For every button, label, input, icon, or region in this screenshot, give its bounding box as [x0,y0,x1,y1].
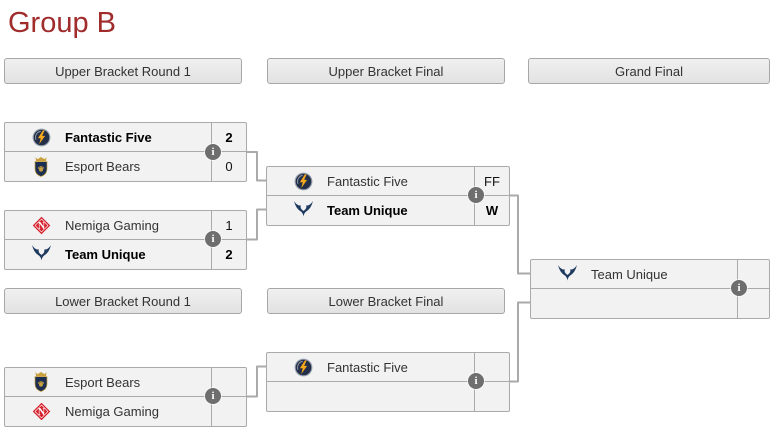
match-info-icon[interactable]: i [205,231,221,247]
team-row: Team Unique W [267,196,509,225]
team-row: Fantastic Five FF [267,167,509,196]
team-name: Fantastic Five [327,359,408,375]
connector-lbr1-to-lbf [247,365,266,398]
match-info-icon[interactable]: i [205,144,221,160]
match-info-icon[interactable]: i [468,373,484,389]
connector-ubr1m2-to-ubf [247,208,266,241]
team-row-empty [267,382,509,411]
team-row: Team Unique 2 [5,240,246,269]
round-header-lower-bracket-round-1: Lower Bracket Round 1 [4,288,242,314]
svg-text:N: N [37,407,45,418]
round-header-grand-final: Grand Final [528,58,770,84]
nemiga-gaming-logo-icon: N [30,216,52,235]
round-header-upper-bracket-round-1: Upper Bracket Round 1 [4,58,242,84]
fantastic-five-logo-icon [292,172,314,191]
team-unique-logo-icon [30,245,52,264]
nemiga-gaming-logo-icon: N [30,402,52,421]
page-title: Group B [8,7,116,39]
team-score [737,260,769,288]
team-row: Esport Bears [5,368,246,397]
team-row: Team Unique [531,260,769,289]
match-info-icon[interactable]: i [731,280,747,296]
team-score: 2 [211,240,246,269]
round-header-upper-bracket-final: Upper Bracket Final [267,58,505,84]
esport-bears-logo-icon [30,156,52,177]
connector-lbf-to-gf [510,301,530,383]
team-row-empty [531,289,769,318]
team-name: Team Unique [591,266,668,282]
team-row: N Nemiga Gaming 1 [5,211,246,240]
team-name: Esport Bears [65,374,141,390]
team-name: Esport Bears [65,159,141,174]
fantastic-five-logo-icon [292,358,314,377]
team-name: Team Unique [65,247,146,262]
match-grand-final: Team Unique [530,259,770,319]
team-name: Nemiga Gaming [65,217,159,233]
match-info-icon[interactable]: i [205,388,221,404]
svg-text:N: N [37,221,45,232]
team-row: Fantastic Five [267,353,509,382]
team-row: Esport Bears 0 [5,152,246,181]
team-row: N Nemiga Gaming [5,397,246,426]
team-unique-logo-icon [292,201,314,220]
match-info-icon[interactable]: i [468,187,484,203]
team-score [737,289,769,318]
esport-bears-logo-icon [30,372,52,392]
team-score: FF [474,167,509,195]
team-name: Fantastic Five [327,173,408,189]
team-row: Fantastic Five 2 [5,123,246,152]
team-score [474,382,509,411]
team-score: 1 [211,211,246,239]
team-score [474,353,509,381]
team-name: Fantastic Five [65,129,152,145]
round-header-lower-bracket-final: Lower Bracket Final [267,288,505,314]
team-score [211,368,246,396]
team-score: W [474,196,509,225]
team-score: 0 [211,152,246,181]
connector-ubf-to-gf [510,194,530,275]
fantastic-five-logo-icon [30,128,52,147]
team-score: 2 [211,123,246,151]
team-name: Team Unique [327,203,408,218]
match-upper-bracket-round1-match1: Fantastic Five 2 Esport Bears 0 [4,122,247,182]
team-unique-logo-icon [556,264,578,284]
team-name: Nemiga Gaming [65,404,159,419]
team-score [211,397,246,426]
connector-ubr1m1-to-ubf [247,151,266,182]
